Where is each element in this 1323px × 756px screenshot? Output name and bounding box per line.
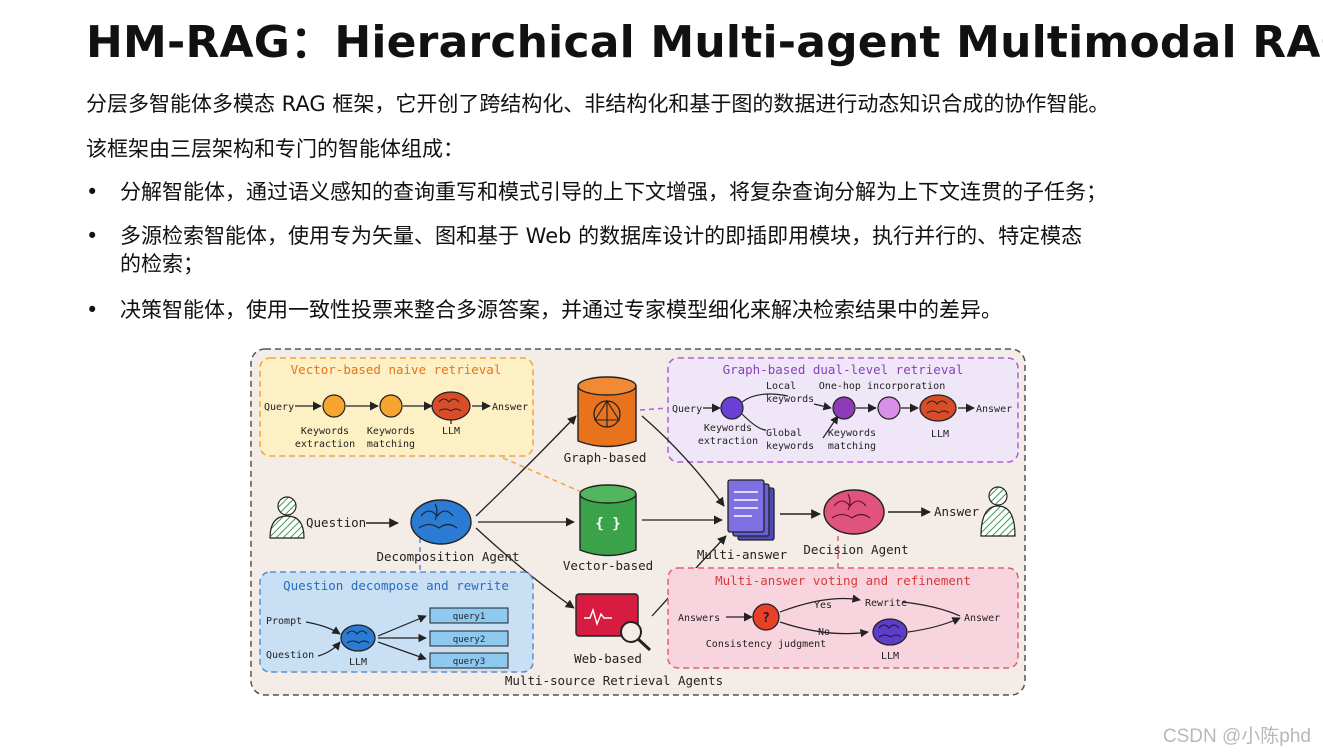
vector-based-label: Vector-based (563, 558, 653, 573)
keywords-matching-node (832, 396, 856, 420)
web-based-label: Web-based (574, 651, 642, 666)
llm-brain-icon (872, 618, 908, 646)
graph-retrieval-panel: Graph-based dual-level retrieval Query L… (667, 357, 1019, 463)
global-keywords-label-2: keywords (766, 441, 814, 452)
keywords-extraction-node (322, 394, 346, 418)
csdn-watermark: CSDN @小陈phd (1162, 726, 1311, 747)
page-title: HM-RAG：Hierarchical Multi-agent Multimod… (86, 17, 1323, 68)
rewrite-label: Rewrite (865, 598, 907, 609)
llm-brain-icon (919, 394, 957, 422)
bullet-marker: • (86, 298, 99, 322)
vector-query-label: Query (264, 402, 294, 413)
consistency-qmark: ? (762, 611, 770, 626)
graph-query-label: Query (672, 404, 702, 415)
final-answer-label: Answer (934, 504, 980, 519)
bullet-text-continued: 的检索； (120, 252, 204, 276)
graph-extraction-label-2: extraction (698, 436, 758, 447)
user-question-person-icon (269, 496, 305, 539)
vector-step1-label-2: extraction (295, 439, 355, 450)
graph-keywords-extraction-node (720, 396, 744, 420)
vector-llm-label: LLM (442, 426, 460, 437)
voting-llm-label: LLM (881, 651, 899, 662)
vector-db-glyph: { } (595, 516, 620, 532)
bullet-text: 分解智能体，通过语义感知的查询重写和模式引导的上下文增强，将复杂查询分解为上下文… (120, 180, 1107, 204)
vector-retrieval-panel: Vector-based naive retrieval Query Answe… (259, 357, 534, 457)
decomposition-agent-label: Decomposition Agent (377, 549, 520, 564)
graph-based-label: Graph-based (564, 450, 647, 465)
vector-step2-label: Keywords (367, 426, 415, 437)
query3-label: query3 (453, 657, 486, 667)
decompose-llm-label: LLM (349, 657, 367, 668)
consistency-judgment-label: Consistency judgment (706, 639, 826, 650)
decision-agent-brain-icon (823, 489, 885, 535)
graph-panel-title: Graph-based dual-level retrieval (723, 362, 964, 377)
bullet-text: 多源检索智能体，使用专为矢量、图和基于 Web 的数据库设计的即插即用模块，执行… (120, 224, 1083, 248)
graph-answer-label: Answer (976, 404, 1012, 415)
hm-rag-architecture-diagram: Vector-based naive retrieval Query Answe… (250, 348, 1026, 696)
decompose-question-label: Question (266, 650, 314, 661)
multi-source-agents-label: Multi-source Retrieval Agents (505, 673, 723, 688)
keywords-matching-node (379, 394, 403, 418)
consistency-judgment-icon (752, 603, 780, 631)
yes-label: Yes (814, 600, 832, 611)
local-keywords-label: Local (766, 381, 796, 392)
bullet-marker: • (86, 180, 99, 204)
multi-answer-label: Multi-answer (697, 547, 788, 562)
prompt-label: Prompt (266, 616, 302, 627)
graph-matching-label-2: matching (828, 441, 876, 452)
user-answer-person-icon (980, 486, 1016, 537)
intro-paragraph: 分层多智能体多模态 RAG 框架，它开创了跨结构化、非结构化和基于图的数据进行动… (86, 92, 1110, 116)
composition-paragraph: 该框架由三层架构和专门的智能体组成： (86, 137, 464, 161)
voting-panel-title: Multi-answer voting and refinement (715, 573, 971, 588)
vector-answer-label: Answer (492, 402, 528, 413)
voting-refinement-panel: Multi-answer voting and refinement Answe… (667, 567, 1019, 669)
graph-extraction-label: Keywords (704, 423, 752, 434)
llm-brain-icon (340, 624, 376, 652)
vector-database-icon (579, 484, 637, 557)
query1-label: query1 (453, 612, 486, 622)
vector-step1-label: Keywords (301, 426, 349, 437)
graph-database-icon (577, 376, 637, 448)
no-label: No (818, 627, 830, 638)
vector-panel-title: Vector-based naive retrieval (291, 362, 502, 377)
voting-answer-label: Answer (964, 613, 1000, 624)
bullet-marker: • (86, 224, 99, 248)
multi-answer-documents-icon (727, 479, 775, 541)
query2-label: query2 (453, 635, 486, 645)
decision-agent-label: Decision Agent (803, 542, 908, 557)
web-search-icon (575, 593, 652, 652)
vector-step2-label-2: matching (367, 439, 415, 450)
global-keywords-label: Global (766, 428, 802, 439)
one-hop-node (877, 396, 901, 420)
one-hop-label: One-hop incorporation (819, 381, 945, 392)
graph-matching-label: Keywords (828, 428, 876, 439)
answers-label: Answers (678, 613, 720, 624)
graph-llm-label: LLM (931, 429, 949, 440)
bullet-text: 决策智能体，使用一致性投票来整合多源答案，并通过专家模型细化来解决检索结果中的差… (120, 298, 1002, 322)
decompose-rewrite-panel: Question decompose and rewrite Prompt Qu… (259, 571, 534, 673)
decompose-panel-title: Question decompose and rewrite (283, 578, 509, 593)
decomposition-agent-brain-icon (410, 499, 472, 545)
question-label: Question (306, 515, 366, 530)
local-keywords-label-2: keywords (766, 394, 814, 405)
llm-brain-icon (431, 391, 471, 424)
